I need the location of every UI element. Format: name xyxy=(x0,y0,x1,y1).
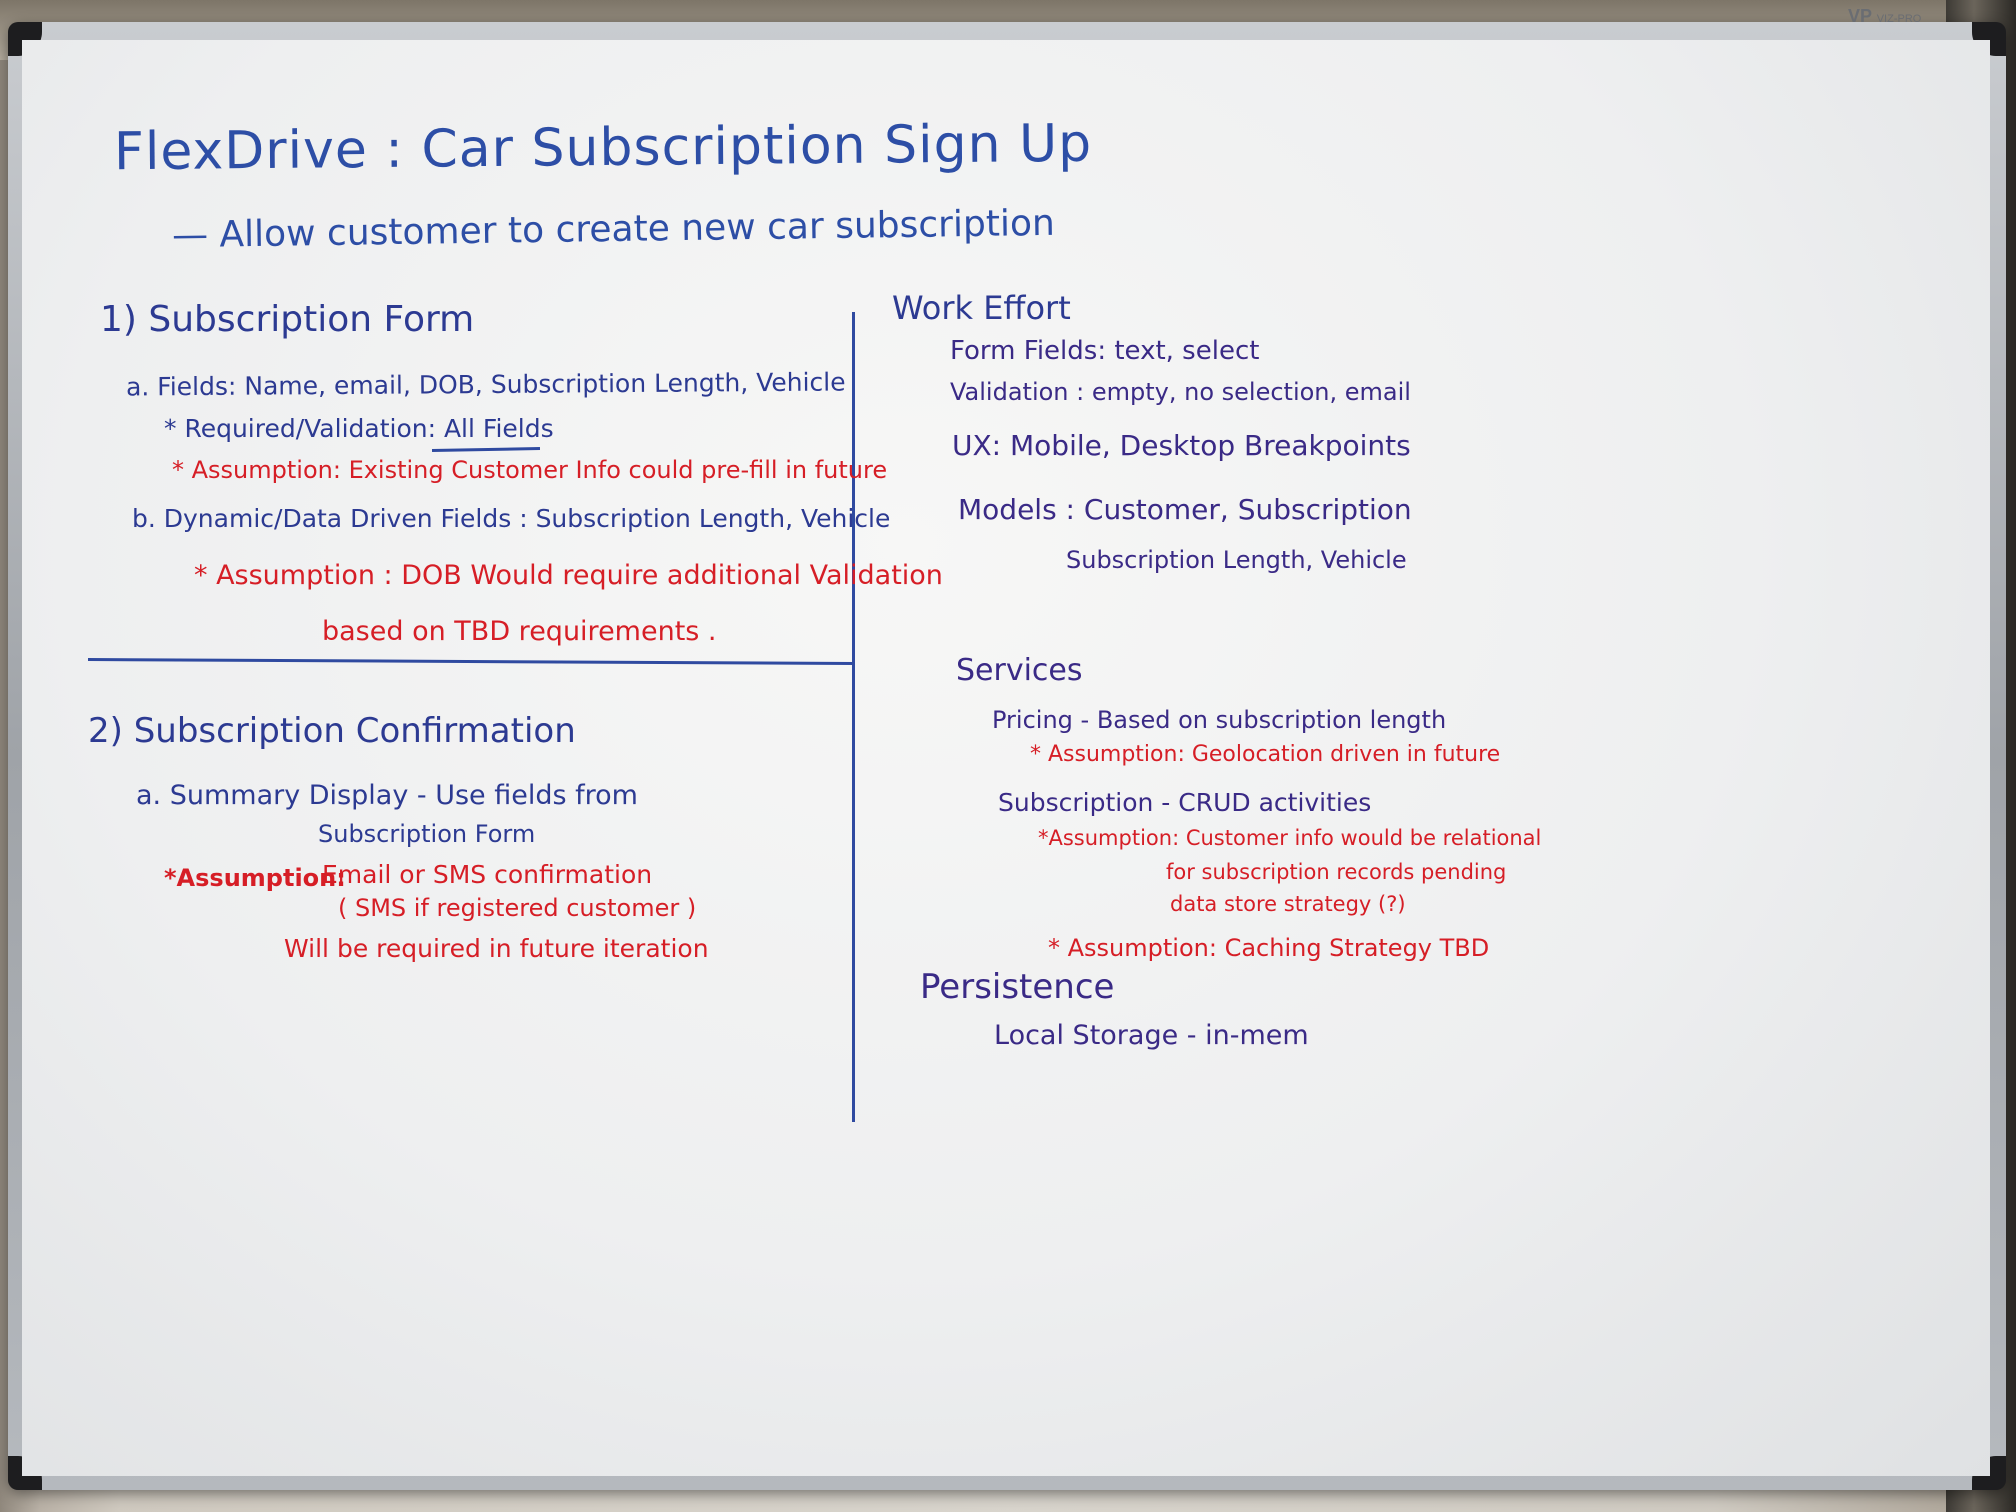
subscription-line: Subscription - CRUD activities xyxy=(998,788,1372,817)
section1-heading: 1) Subscription Form xyxy=(100,299,475,340)
services-heading: Services xyxy=(956,653,1083,688)
section1-assumption-dob-2: based on TBD requirements . xyxy=(322,616,717,647)
brand-logo-mark: VP xyxy=(1848,6,1872,26)
section2-assumption-2: ( SMS if registered customer ) xyxy=(338,894,697,922)
section2-assumption-label: *Assumption: xyxy=(164,864,346,892)
section1-dynamic-line: b. Dynamic/Data Driven Fields : Subscrip… xyxy=(132,504,891,533)
section2-heading: 2) Subscription Confirmation xyxy=(88,711,576,751)
section2-assumption-1: Email or SMS confirmation xyxy=(322,860,653,889)
caching-assumption: * Assumption: Caching Strategy TBD xyxy=(1048,934,1490,962)
models-line-2: Subscription Length, Vehicle xyxy=(1066,546,1407,574)
whiteboard: FlexDrive : Car Subscription Sign Up — A… xyxy=(22,40,1990,1476)
pricing-line: Pricing - Based on subscription length xyxy=(992,706,1447,734)
form-fields-line: Form Fields: text, select xyxy=(950,336,1260,366)
section1-assumption-prefill: * Assumption: Existing Customer Info cou… xyxy=(172,456,888,484)
validation-line: Validation : empty, no selection, email xyxy=(950,378,1411,406)
subscription-assumption-3: data store strategy (?) xyxy=(1170,892,1406,916)
section1-required-line: * Required/Validation: All Fields xyxy=(164,414,554,443)
horizontal-divider-line xyxy=(87,657,855,666)
board-title: FlexDrive : Car Subscription Sign Up xyxy=(113,113,1093,183)
local-storage-line: Local Storage - in-mem xyxy=(994,1020,1309,1051)
work-effort-heading: Work Effort xyxy=(892,289,1071,327)
section2-summary-2: Subscription Form xyxy=(318,820,536,848)
subscription-assumption-2: for subscription records pending xyxy=(1166,860,1507,884)
section1-assumption-dob-1: * Assumption : DOB Would require additio… xyxy=(194,560,943,591)
section2-assumption-3: Will be required in future iteration xyxy=(284,934,709,963)
models-line-1: Models : Customer, Subscription xyxy=(958,493,1412,526)
ux-line: UX: Mobile, Desktop Breakpoints xyxy=(952,429,1411,462)
section2-summary-1: a. Summary Display - Use fields from xyxy=(136,780,638,811)
vertical-divider-line xyxy=(852,312,855,1122)
subscription-assumption-1: *Assumption: Customer info would be rela… xyxy=(1038,826,1542,850)
all-fields-underline xyxy=(431,447,541,452)
brand-logo-text: VIZ-PRO xyxy=(1876,13,1922,25)
board-goal: — Allow customer to create new car subsc… xyxy=(171,202,1056,257)
brand-logo: VP VIZ-PRO xyxy=(1848,6,1921,27)
section1-fields-line: a. Fields: Name, email, DOB, Subscriptio… xyxy=(125,367,846,402)
persistence-heading: Persistence xyxy=(920,967,1115,1007)
pricing-assumption: * Assumption: Geolocation driven in futu… xyxy=(1030,742,1501,767)
